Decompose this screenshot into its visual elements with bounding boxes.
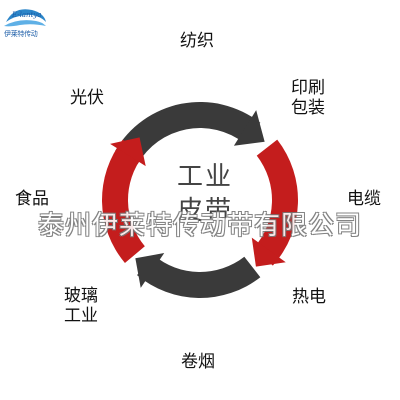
label-food: 食品 [15, 189, 49, 209]
ring-segment-left [101, 139, 145, 263]
center-title-line2: 皮带 [176, 196, 233, 226]
arrow-right-icon [251, 237, 286, 267]
ring-segment-right [253, 139, 298, 266]
label-printing-packaging: 印刷 包装 [291, 78, 325, 118]
label-cable: 电缆 [347, 189, 381, 209]
company-logo: E-lantya 伊莱特传动 [2, 2, 48, 40]
label-printing-packaging-line1: 印刷 [291, 78, 325, 98]
logo-brand-text: E-lantya [12, 11, 42, 19]
ring-segment-top [115, 102, 261, 164]
label-textile: 纺织 [180, 31, 214, 51]
label-glass-line2: 工业 [64, 306, 98, 326]
label-tobacco: 卷烟 [181, 352, 215, 372]
logo-subtitle: 伊莱特传动 [4, 30, 38, 38]
label-glass-industry: 玻璃 工业 [64, 286, 98, 326]
arrow-top-icon [233, 110, 265, 146]
center-title-line1: 工业 [176, 162, 233, 192]
arrow-left-icon [110, 137, 146, 167]
label-glass-line1: 玻璃 [64, 286, 98, 306]
ring-segment-bottom [137, 255, 261, 298]
company-watermark: 泰州伊莱特传动带有限公司 [37, 211, 362, 241]
arrow-bottom-icon [135, 253, 165, 288]
logo-emblem-icon [4, 9, 46, 27]
label-photovoltaic: 光伏 [70, 88, 104, 108]
label-printing-packaging-line2: 包装 [291, 98, 325, 118]
center-title: 工业 皮带 [160, 160, 250, 228]
label-thermal-power: 热电 [292, 287, 326, 307]
